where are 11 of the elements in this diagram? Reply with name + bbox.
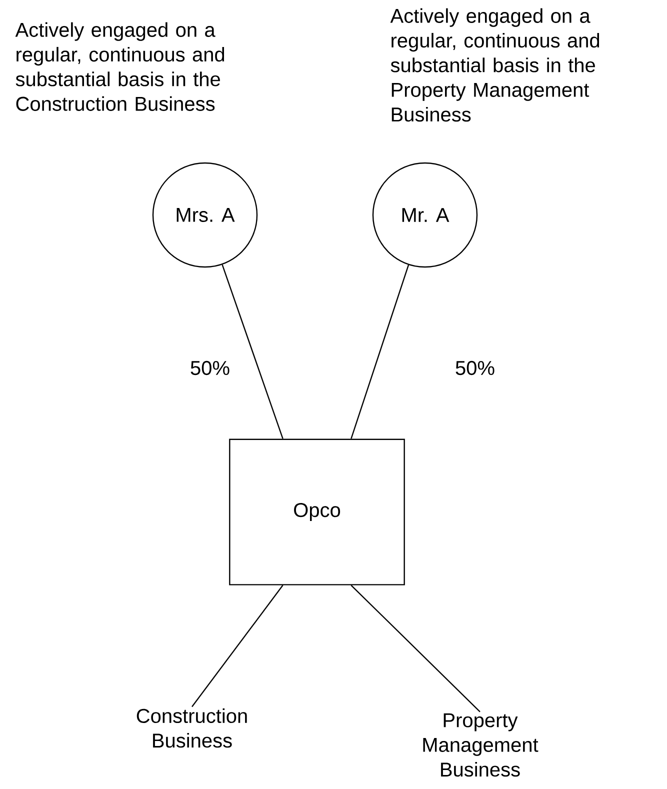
connector-line (350, 584, 480, 712)
connector-line (192, 584, 284, 708)
description-text: Actively engaged on a regular, continuous and substantial basis in the Construction Business (15, 22, 224, 111)
connector-line (222, 264, 284, 439)
company-box: Opco (229, 438, 405, 586)
edge-label: 50% (188, 360, 232, 376)
description-text: Actively engaged on a regular, continuous and substantial basis in the Property Management Business (390, 8, 600, 122)
business-label: Property Management Business (423, 713, 538, 777)
edge-label: 50% (454, 360, 496, 376)
connector-line (350, 264, 410, 439)
business-label: Construction Business (136, 708, 247, 748)
